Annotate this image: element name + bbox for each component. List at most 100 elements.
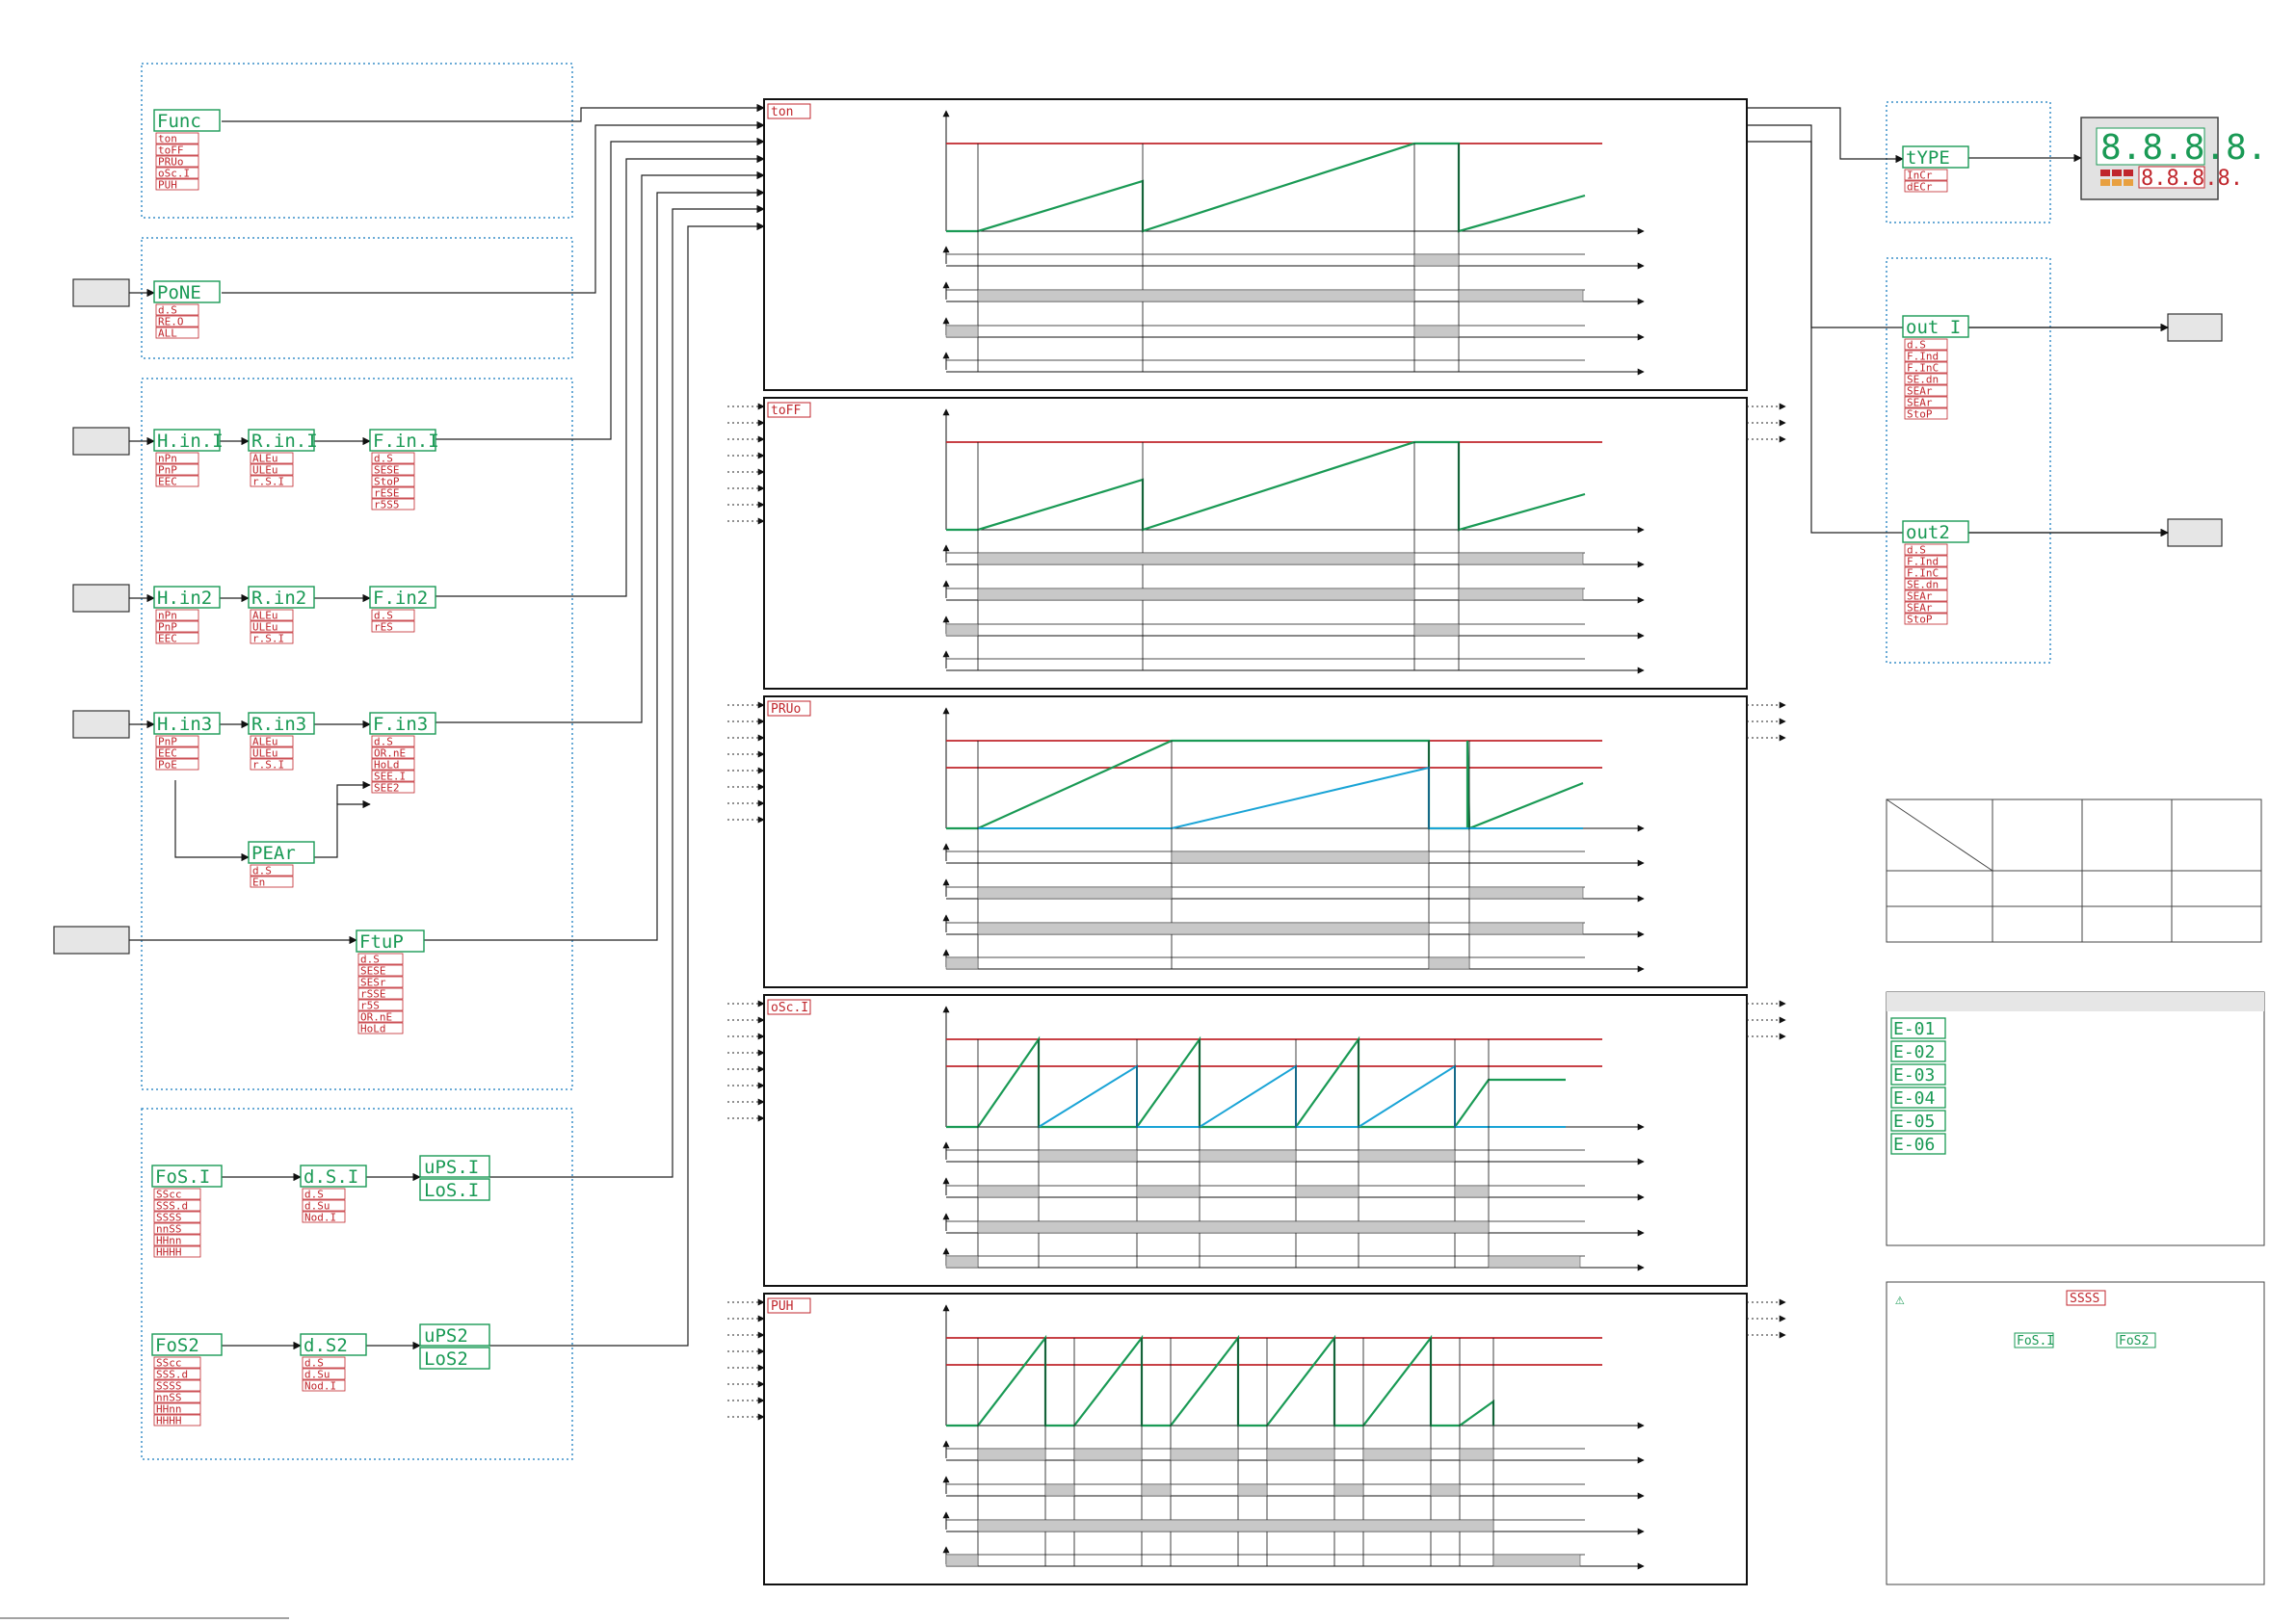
output-bar <box>945 1255 979 1269</box>
fos2-ds-param-label: d.S2 <box>303 1335 348 1356</box>
error-panel: E-01E-02E-03E-04E-05E-06 <box>1886 991 2265 1246</box>
fos1-param-opt: HHnn <box>156 1235 182 1247</box>
output-bar <box>1459 1448 1494 1461</box>
fkup-param-opt: rSSE <box>360 988 386 1001</box>
fos1-param-head <box>151 1165 223 1188</box>
fos2-ds-param-opt: Nod.I <box>304 1380 336 1393</box>
in2-h-param-opt: EEC <box>158 633 177 645</box>
in3-h-param-opt: PnP <box>158 736 177 748</box>
type-param-opt: dECr <box>1907 181 1933 194</box>
in3-h-param-head <box>153 712 221 735</box>
fos1-param-opt: nnSS <box>156 1223 182 1236</box>
ptar-param-opt-box <box>250 864 294 877</box>
in1-f-param-head <box>369 429 436 452</box>
in2-a-param-head <box>248 586 315 609</box>
fos1-param-opt-box <box>153 1188 201 1200</box>
output-bar <box>1468 922 1584 935</box>
in3-input-terminal[interactable] <box>72 710 130 739</box>
out2-param-opt: SE.dn <box>1907 579 1939 591</box>
in1-f-param-opt: d.S <box>374 453 393 465</box>
in1-a-param-opt-box <box>250 452 294 464</box>
out2-param-opt-box <box>1904 578 1948 590</box>
in3-a-param-opt: r.S.I <box>252 759 284 772</box>
display-led <box>2112 179 2122 186</box>
output-bar <box>1199 1149 1297 1163</box>
wire <box>424 188 765 941</box>
output-bar <box>1362 1448 1432 1461</box>
wire <box>174 780 250 862</box>
fos1-lo-label: LoS.I <box>424 1180 479 1201</box>
fos2-param-opt: SSSS <box>156 1380 182 1393</box>
output-bar <box>1492 1554 1581 1567</box>
in3-f-param-opt-box <box>371 781 415 794</box>
timing-panel-osc: oSc.I <box>727 994 1786 1287</box>
in1-f-param-opt: SESE <box>374 464 400 477</box>
in2-f-param-opt: rES <box>374 621 393 634</box>
ptar-param-opt: En <box>252 877 265 889</box>
in1-input-terminal[interactable] <box>72 427 130 456</box>
in1-f-param-opt-box <box>371 463 415 476</box>
fkup-param-opt-box <box>357 953 404 965</box>
fkup-param-opt-box <box>357 964 404 977</box>
in2-a-param-label: R.in2 <box>251 588 306 609</box>
out1-terminal[interactable] <box>2167 313 2223 342</box>
fkup-param-label: FtuP <box>359 931 404 953</box>
output-bar <box>1413 253 1460 267</box>
display-led <box>2124 179 2133 186</box>
fos2-param-label: FoS2 <box>155 1335 199 1356</box>
pone-input-terminal[interactable] <box>72 278 130 307</box>
fos2-param-opt: HHnn <box>156 1403 182 1416</box>
in1-f-param-opt-box <box>371 475 415 487</box>
output-bar <box>945 956 979 970</box>
fkup-param-opt-box <box>357 1022 404 1034</box>
fkup-param-opt: HoLd <box>360 1023 386 1035</box>
in3-a-param-opt: ALEu <box>252 736 278 748</box>
ptar-param-opt-box <box>250 876 294 888</box>
out2-param-opt: F.Ind <box>1907 556 1939 568</box>
in1-a-param-opt: r.S.I <box>252 476 284 488</box>
in3-h-param-opt-box <box>155 746 199 759</box>
in2-input-terminal[interactable] <box>72 584 130 613</box>
panel-tag-box <box>767 402 811 418</box>
output-bar <box>977 289 1415 302</box>
fos2-param-opt: SSS.d <box>156 1369 188 1381</box>
in2-f-param-opt-box <box>371 609 415 621</box>
in3-f-param-opt-box <box>371 758 415 771</box>
fkup-input-terminal[interactable] <box>53 926 130 955</box>
out2-terminal[interactable] <box>2167 518 2223 547</box>
output-bar <box>1333 1483 1364 1497</box>
output-bar <box>1488 1255 1581 1269</box>
pone-param-opt: d.S <box>158 304 177 317</box>
in3-a-param-label: R.in3 <box>251 714 306 735</box>
output-bar <box>1038 1149 1138 1163</box>
fos2-ds-param-opt: d.S <box>304 1357 324 1370</box>
panel-tag-box <box>767 1297 811 1314</box>
error-code: E-01 <box>1893 1019 1935 1039</box>
fos2-up-label: uPS2 <box>424 1325 468 1347</box>
in2-a-param-opt-box <box>250 632 294 644</box>
out1-param-opt: SEAr <box>1907 385 1933 398</box>
func-param-opt-box <box>155 132 199 144</box>
